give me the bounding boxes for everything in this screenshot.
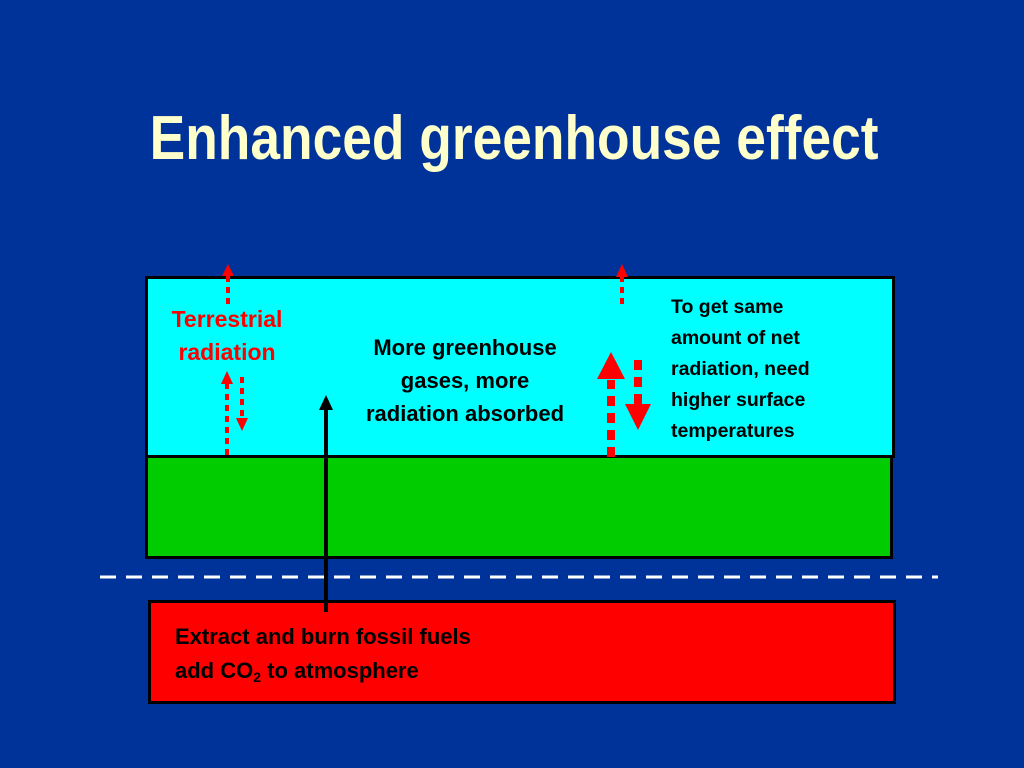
- fuel-label-line-2: add CO2 to atmosphere: [175, 654, 675, 688]
- surface-temperature-label: To get same amount of net radiation, nee…: [671, 292, 886, 447]
- right-label-line-2: amount of net: [671, 327, 800, 349]
- right-label-line-5: temperatures: [671, 420, 795, 442]
- atmosphere-layer: [145, 276, 895, 458]
- terrestrial-label-line-2: radiation: [178, 339, 276, 365]
- co2-subscript: 2: [253, 669, 262, 685]
- terrestrial-radiation-label: Terrestrial radiation: [152, 303, 302, 369]
- escaping-radiation-arrowhead-right: [616, 264, 628, 277]
- fossil-fuel-label: Extract and burn fossil fuels add CO2 to…: [175, 620, 675, 688]
- fuel-label-atmosphere: to atmosphere: [261, 658, 419, 683]
- enhanced-emission-arrowhead: [597, 352, 625, 379]
- fuel-label-line-1: Extract and burn fossil fuels: [175, 624, 471, 649]
- middle-label-line-1: More greenhouse: [373, 335, 557, 360]
- back-radiation-arrowhead: [236, 418, 248, 431]
- right-label-line-4: higher surface: [671, 389, 806, 411]
- middle-label-line-3: radiation absorbed: [365, 401, 565, 426]
- ground-layer: [145, 455, 893, 559]
- enhanced-back-radiation-arrowhead: [625, 404, 651, 430]
- right-label-line-3: radiation, need: [671, 358, 810, 380]
- terrestrial-label-line-1: Terrestrial: [171, 306, 283, 332]
- surface-emission-arrowhead: [221, 371, 233, 384]
- escaping-radiation-arrowhead-left: [222, 264, 234, 276]
- fuel-label-add-co: add CO: [175, 658, 254, 683]
- right-label-line-1: To get same: [671, 296, 784, 318]
- fossil-fuel-reservoir: [148, 600, 896, 704]
- slide-title: Enhanced greenhouse effect: [149, 104, 879, 173]
- greenhouse-gases-label: More greenhouse gases, more radiation ab…: [330, 331, 600, 430]
- middle-label-line-2: gases, more: [400, 368, 530, 393]
- co2-flow-arrowhead: [319, 395, 333, 410]
